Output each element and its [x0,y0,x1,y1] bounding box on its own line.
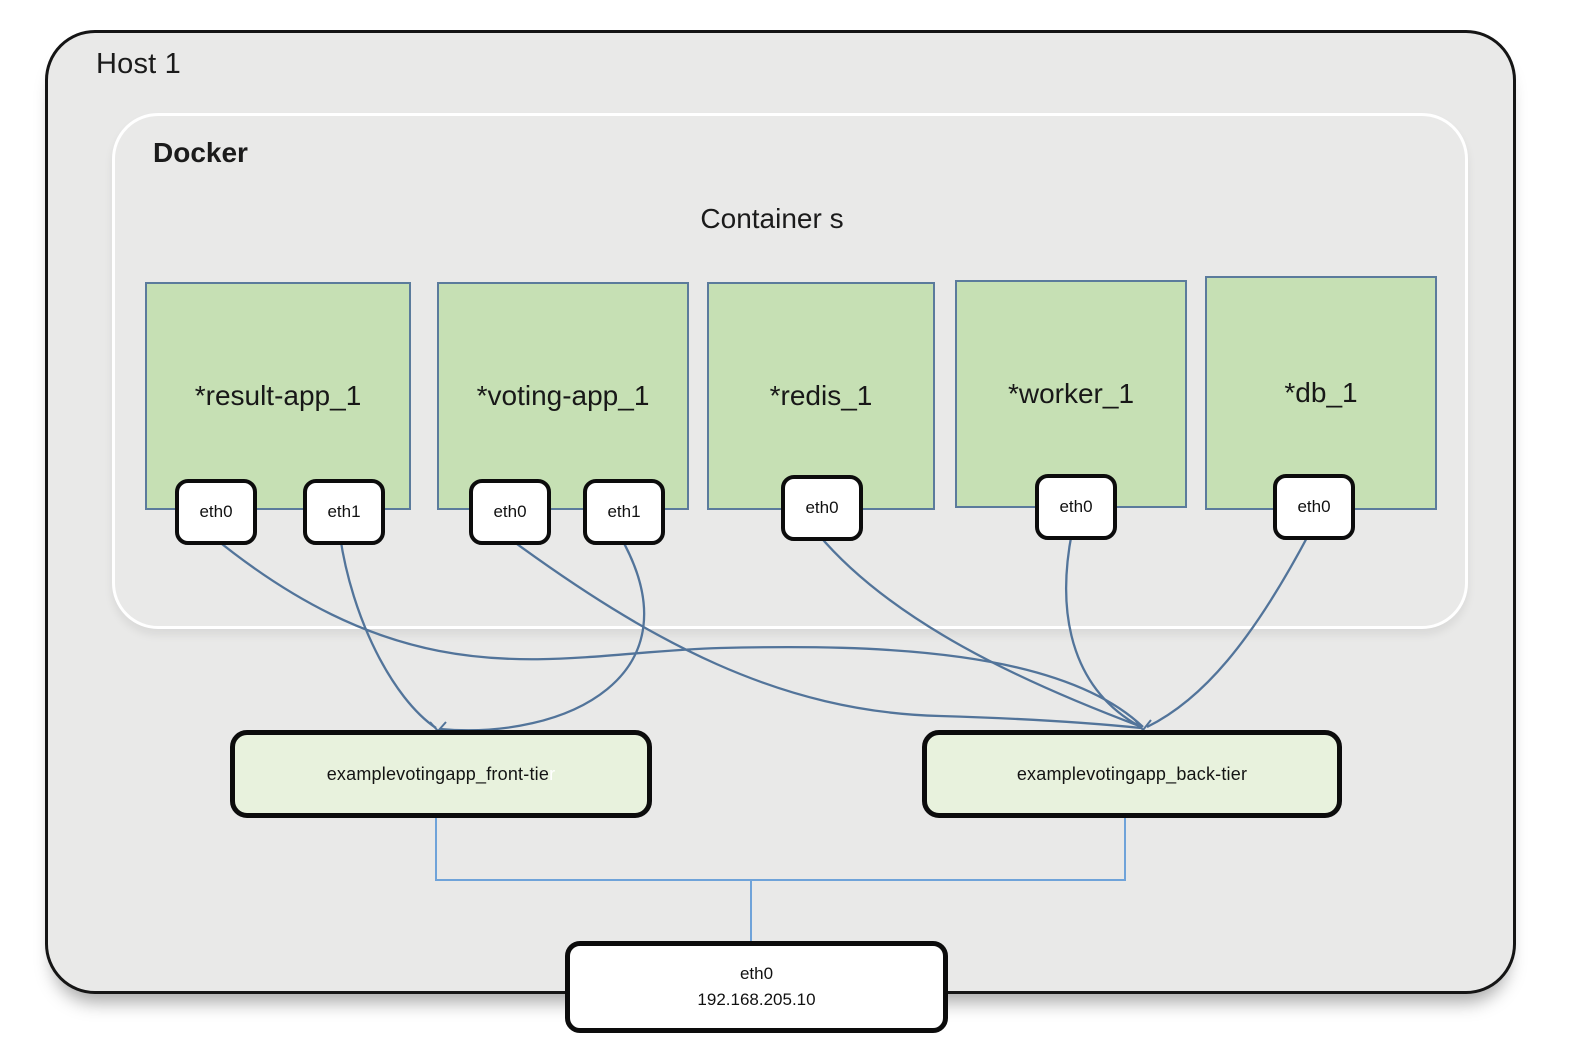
container-worker-label: *worker_1 [1007,378,1135,409]
wire-voting-eth1-front-tier [439,535,646,732]
host-interface-ip: 192.168.205.10 [697,990,816,1009]
container-redis: *redis_1 [707,282,935,510]
network-back-tier-label: examplevotingapp_back-tier [1016,763,1248,784]
container-worker: *worker_1 [955,280,1187,508]
interface-voting-eth0: eth0 [469,479,551,545]
interface-worker-eth0: eth0 [1035,474,1117,540]
containers-title: Container s [700,203,844,234]
interface-result-eth1: eth1 [303,479,385,545]
container-voting-app-label: *voting-app_1 [476,380,650,411]
container-db: *db_1 [1205,276,1437,510]
container-voting-app: *voting-app_1 [437,282,689,510]
wire-worker-eth0-back-tier [1065,531,1140,728]
wire-voting-eth0-back-tier [505,535,1142,730]
host-interface-box: eth0 192.168.205.10 [565,941,948,1033]
wire-result-eth0-back-tier [211,535,1144,728]
interface-result-eth0: eth0 [175,479,257,545]
network-back-tier: examplevotingapp_back-tier [922,730,1342,818]
wire-redis-eth0-back-tier [817,533,1143,729]
interface-redis-eth0: eth0 [781,475,863,541]
container-result-app: *result-app_1 [145,282,411,510]
network-front-tier-label-suffix: r [549,763,556,784]
container-redis-label: *redis_1 [769,380,873,411]
container-db-label: *db_1 [1284,377,1358,408]
interface-db-eth0: eth0 [1273,474,1355,540]
bus-networks [435,810,1126,881]
host-label: Host 1 [96,48,182,80]
container-result-app-label: *result-app_1 [194,380,362,411]
interface-voting-eth1: eth1 [583,479,665,545]
docker-label: Docker [153,137,248,168]
host-interface-name: eth0 [739,963,774,983]
wire-db-eth0-back-tier [1146,531,1312,729]
network-front-tier-label: examplevotingapp_front-tie [326,763,550,784]
wire-result-eth1-front-tier [338,535,437,729]
